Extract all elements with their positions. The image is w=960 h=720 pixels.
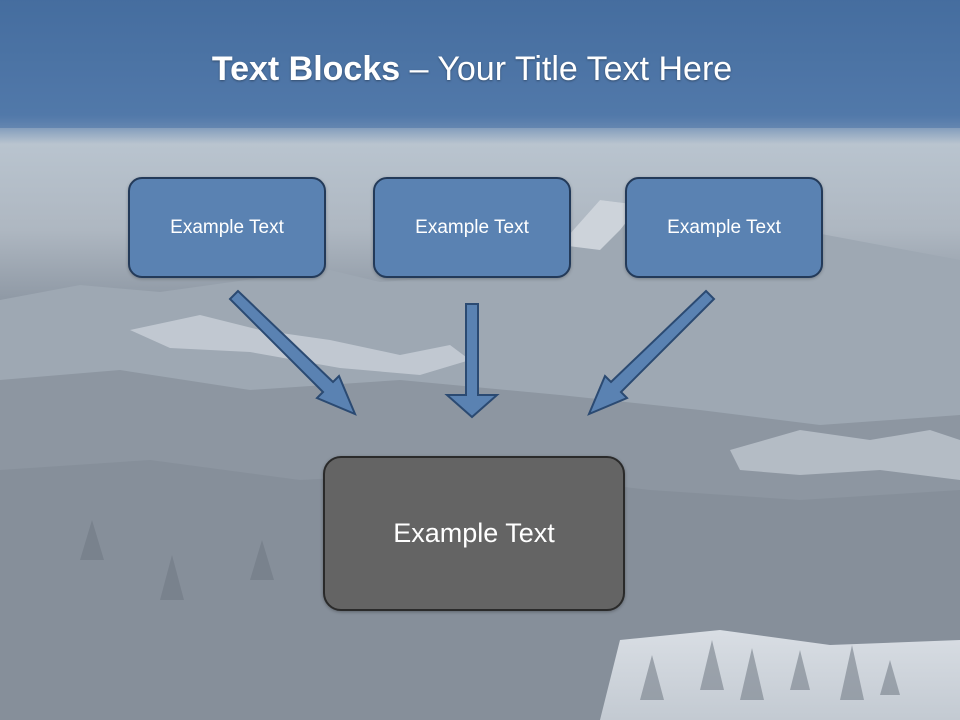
arrow-down-right: [228, 289, 357, 416]
title-rest: – Your Title Text Here: [400, 50, 733, 88]
text-block-1: Example Text: [128, 177, 326, 278]
text-block-3-label: Example Text: [667, 216, 781, 238]
slide-title: Text Blocks – Your Title Text Here: [0, 50, 944, 89]
text-block-1-label: Example Text: [170, 216, 284, 238]
text-block-2-label: Example Text: [415, 216, 529, 238]
target-block: Example Text: [323, 456, 625, 611]
arrow-down: [444, 303, 500, 419]
text-block-2: Example Text: [373, 177, 571, 278]
title-bold: Text Blocks: [211, 50, 401, 88]
text-block-3: Example Text: [625, 177, 823, 278]
target-block-label: Example Text: [393, 518, 555, 548]
arrow-down-left: [587, 289, 716, 416]
